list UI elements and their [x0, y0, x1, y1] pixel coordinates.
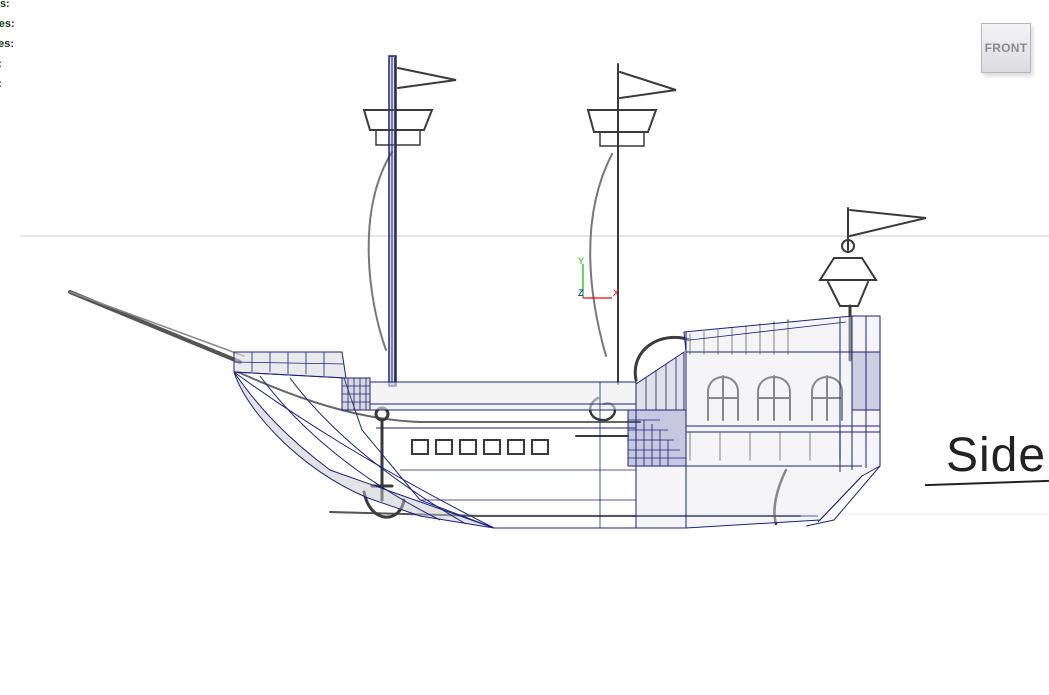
- view-cube-label: FRONT: [984, 41, 1028, 55]
- axis-z-label: Z: [578, 288, 584, 298]
- viewport-stats-hud: rts: ges: ces: s: s:: [0, 0, 23, 94]
- axis-y-label: Y: [578, 256, 584, 266]
- sketch-caption: Side V: [946, 429, 1049, 482]
- axis-gizmo: Y Z X: [578, 256, 619, 299]
- hud-line: ges:: [0, 18, 15, 30]
- hud-line: s:: [0, 54, 15, 74]
- hud-line: s:: [0, 74, 15, 94]
- axis-x-label: X: [613, 288, 619, 298]
- sketch-main-mast: [586, 63, 677, 385]
- ship-sketch-reference: [68, 57, 927, 526]
- view-cube-front[interactable]: FRONT: [981, 23, 1031, 73]
- sketch-front-mast: [362, 57, 457, 385]
- ship-hull-wireframe[interactable]: [233, 55, 881, 529]
- sketch-stern-lantern: [818, 207, 927, 362]
- sketch-gunports: [411, 439, 549, 455]
- sketch-stern-windows: [707, 375, 843, 421]
- hud-line: rts:: [0, 0, 10, 10]
- hud-line: ces:: [0, 38, 15, 50]
- sketch-bowsprit: [68, 290, 242, 364]
